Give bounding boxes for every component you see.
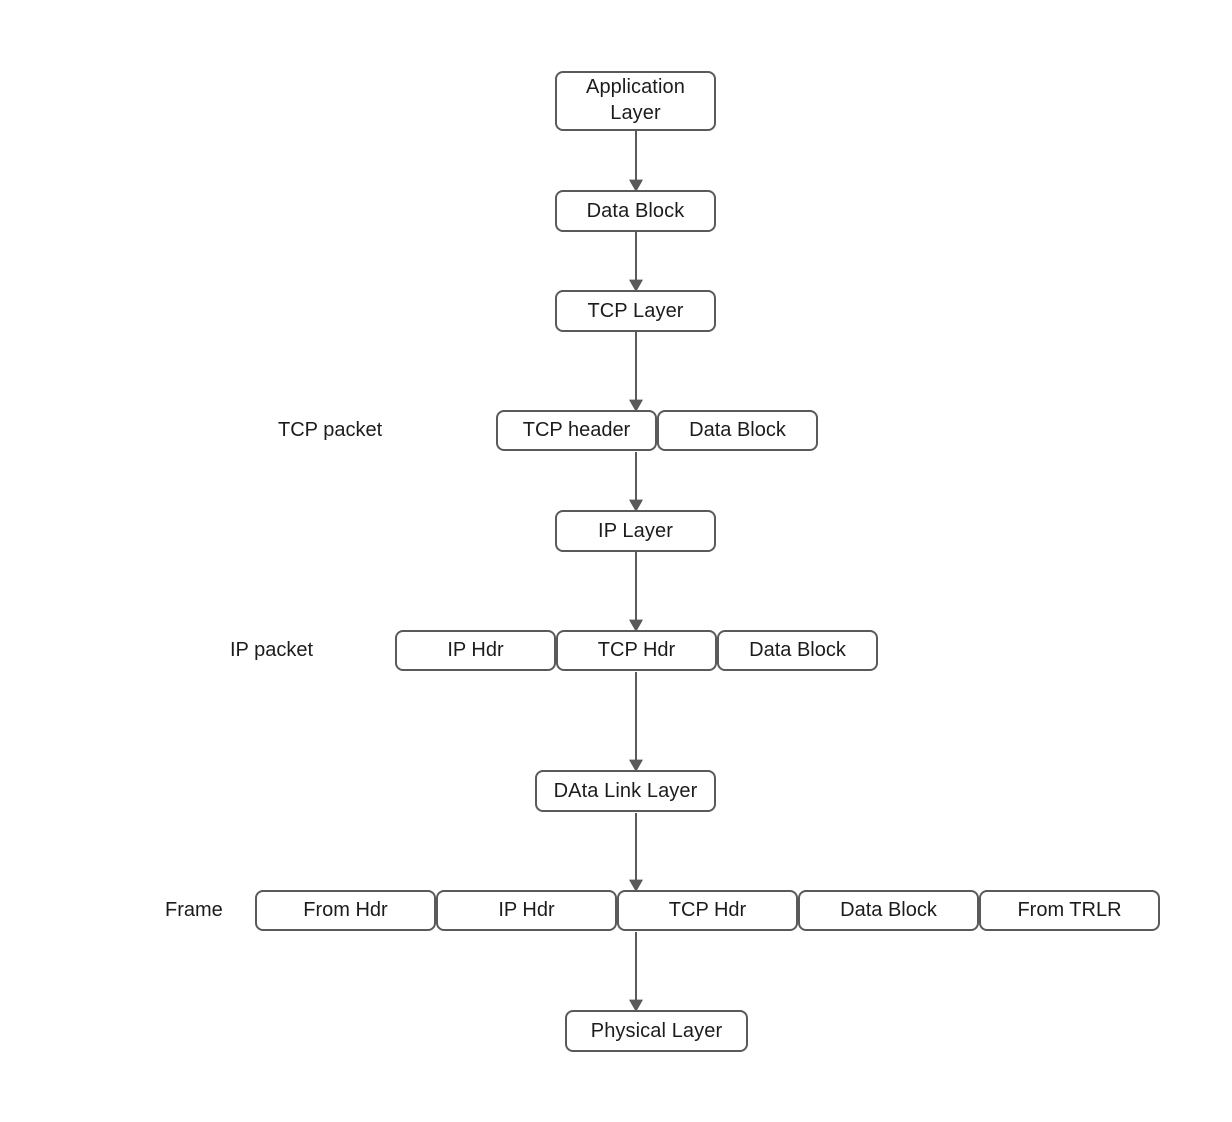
segment-tcp-header[interactable]: TCP header [496,410,657,451]
segment-frame-data-block-label: Data Block [840,899,937,921]
segment-ip-packet-ip-hdr-label: IP Hdr [447,639,504,661]
segment-ip-packet-ip-hdr[interactable]: IP Hdr [395,630,556,671]
node-data-block[interactable]: Data Block [555,190,716,232]
segment-ip-packet-tcp-hdr-label: TCP Hdr [597,639,676,661]
segment-tcp-packet-data-block-label: Data Block [689,419,786,441]
label-tcp-packet: TCP packet [278,419,383,441]
node-application-layer-line1: Application [586,76,685,99]
label-ip-packet: IP packet [230,639,314,661]
segment-frame-ip-hdr-label: IP Hdr [498,899,555,921]
segment-frame-tcp-hdr[interactable]: TCP Hdr [617,890,798,931]
segment-frame-from-trlr-label: From TRLR [1017,899,1122,921]
node-tcp-layer[interactable]: TCP Layer [555,290,716,332]
segment-frame-data-block[interactable]: Data Block [798,890,979,931]
node-data-link-layer[interactable]: DAta Link Layer [535,770,716,812]
segment-frame-from-hdr[interactable]: From Hdr [255,890,436,931]
segment-tcp-packet-data-block[interactable]: Data Block [657,410,818,451]
node-physical-layer[interactable]: Physical Layer [565,1010,748,1052]
segment-ip-packet-data-block-label: Data Block [749,639,846,661]
node-data-block-label: Data Block [586,199,685,222]
node-application-layer[interactable]: Application Layer [555,71,716,131]
segment-ip-packet-data-block[interactable]: Data Block [717,630,878,671]
packet-row-ip-packet: IP Hdr TCP Hdr Data Block [395,630,878,671]
node-application-layer-line2: Layer [610,102,661,124]
segment-tcp-header-label: TCP header [522,419,631,441]
node-physical-layer-label: Physical Layer [590,1019,723,1042]
segment-ip-packet-tcp-hdr[interactable]: TCP Hdr [556,630,717,671]
segment-frame-from-trlr[interactable]: From TRLR [979,890,1160,931]
segment-frame-tcp-hdr-label: TCP Hdr [668,899,747,921]
segment-frame-ip-hdr[interactable]: IP Hdr [436,890,617,931]
packet-row-tcp-packet: TCP header Data Block [496,410,818,451]
node-tcp-layer-label: TCP Layer [587,299,684,322]
node-ip-layer-label: IP Layer [598,519,673,542]
label-frame: Frame [165,899,223,921]
node-data-link-layer-label: DAta Link Layer [553,779,698,802]
node-ip-layer[interactable]: IP Layer [555,510,716,552]
packet-row-frame: From Hdr IP Hdr TCP Hdr Data Block From … [255,890,1160,931]
segment-frame-from-hdr-label: From Hdr [303,899,388,921]
